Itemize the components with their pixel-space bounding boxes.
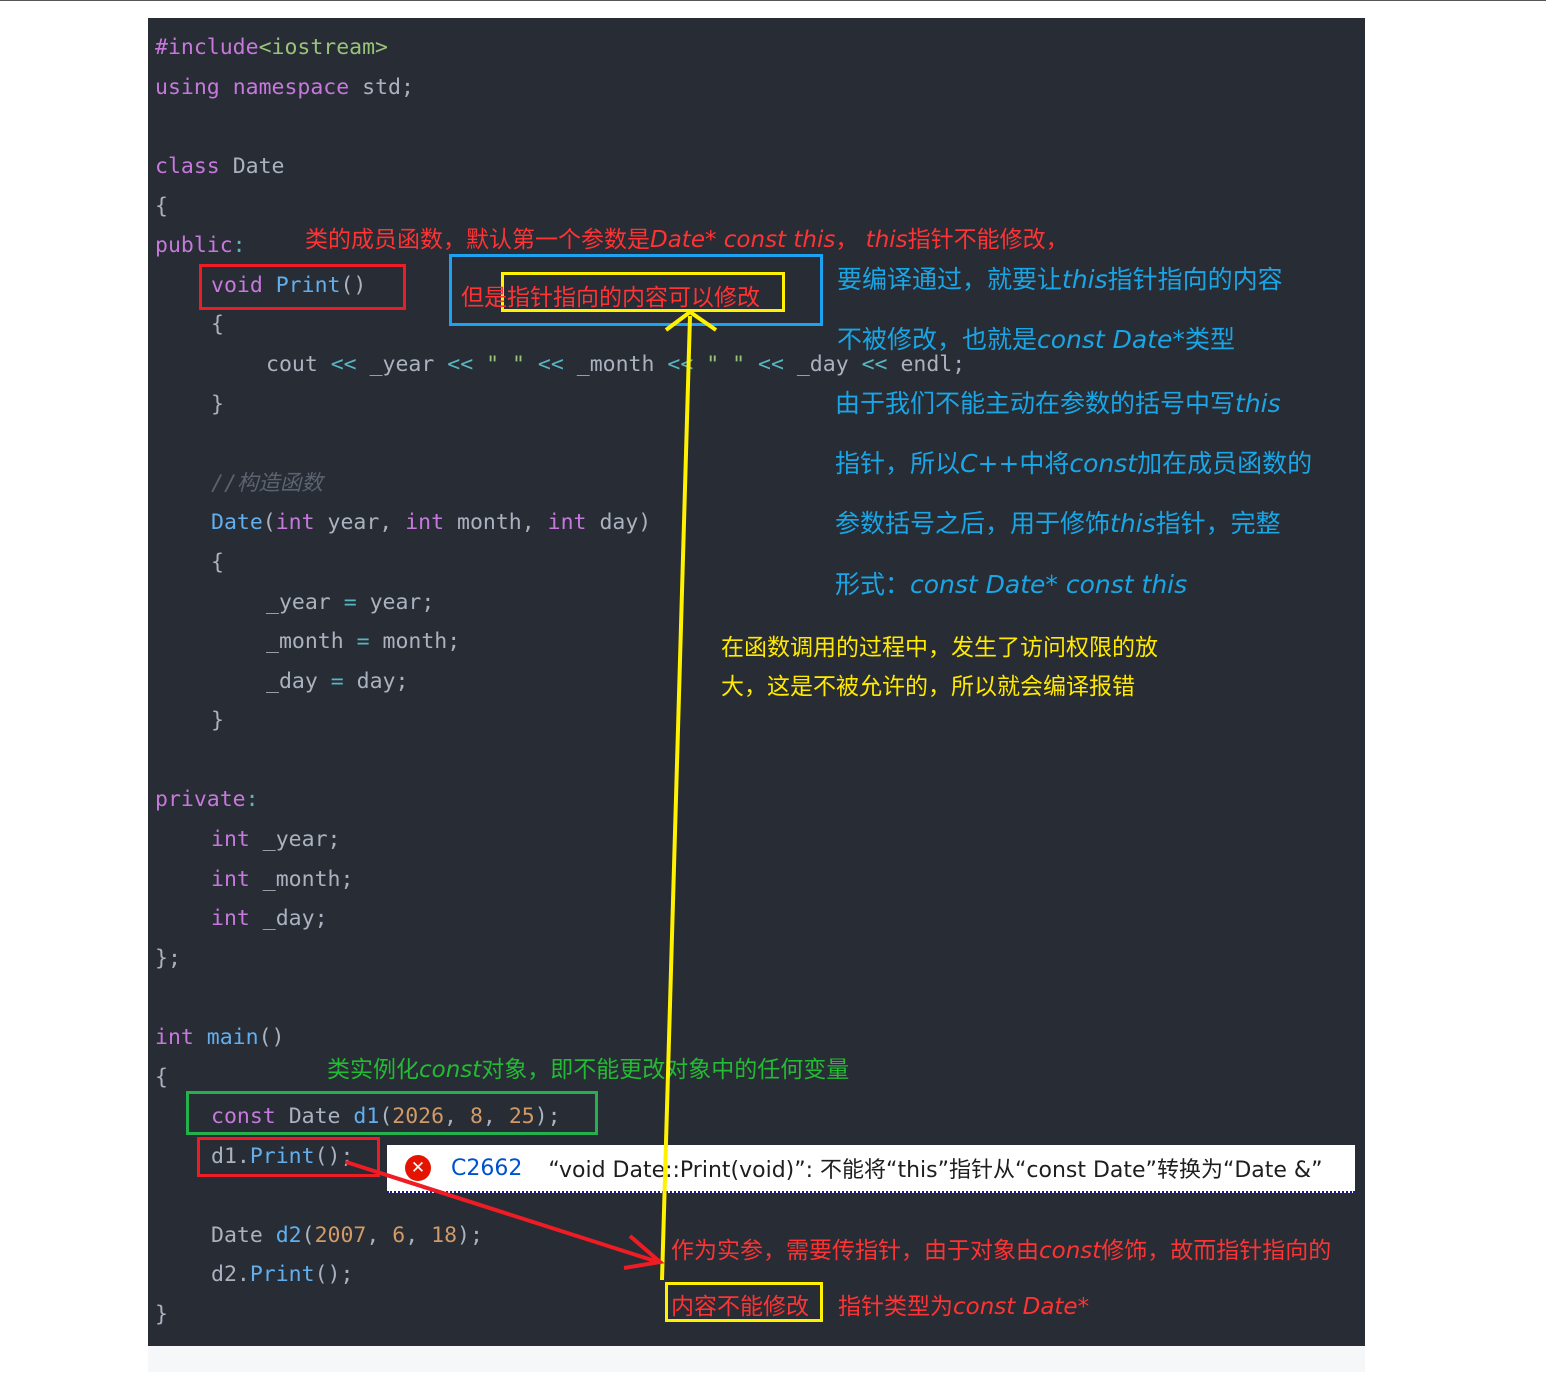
print-decl-highlight-box bbox=[199, 264, 406, 310]
code-line-assign-day: _day = day; bbox=[266, 669, 409, 694]
code-line-const-d1: const Date d1(2026, 8, 25); bbox=[211, 1104, 561, 1129]
code-line-class: class Date bbox=[155, 154, 285, 179]
error-code-link[interactable]: C2662 bbox=[451, 1155, 523, 1181]
code-line-private: private: bbox=[155, 787, 259, 812]
annotation-pointer-type: 指针类型为const Date* bbox=[838, 1294, 1090, 1320]
annotation-yellow-line-1: 在函数调用的过程中，发生了访问权限的放 bbox=[721, 635, 1158, 661]
code-line-public: public: bbox=[155, 233, 246, 258]
red-arrow-head bbox=[623, 1234, 665, 1270]
error-icon: ✕ bbox=[405, 1155, 431, 1181]
code-line-print-decl: void Print() bbox=[211, 273, 367, 298]
code-line-assign-month: _month = month; bbox=[266, 629, 461, 654]
d1-print-call-highlight-box bbox=[197, 1137, 380, 1177]
blue-callout-box bbox=[449, 254, 823, 326]
editor-footer-strip bbox=[148, 1346, 1365, 1372]
code-line-assign-year: _year = year; bbox=[266, 590, 435, 615]
annotation-blue-line-5: 参数括号之后，用于修饰this指针，完整 bbox=[835, 509, 1281, 538]
annotation-blue-line-1: 要编译通过，就要让this指针指向的内容 bbox=[837, 265, 1283, 294]
annotation-blue-line-2: 不被修改，也就是const Date*类型 bbox=[837, 325, 1235, 354]
code-editor[interactable] bbox=[148, 18, 1365, 1346]
code-line-using: using namespace std; bbox=[155, 75, 414, 100]
compiler-error-tooltip: ✕ C2662 “void Date::Print(void)”: 不能将“th… bbox=[387, 1145, 1355, 1193]
code-line-print-open: { bbox=[211, 312, 224, 337]
code-line-ctor-comment: //构造函数 bbox=[211, 471, 323, 496]
red-arrow-shaft bbox=[345, 1160, 659, 1264]
code-line-include: #include<iostream> bbox=[155, 35, 389, 60]
code-line-d2-print: d2.Print(); bbox=[211, 1262, 354, 1287]
yellow-pointer-box bbox=[501, 272, 785, 312]
annotation-blue-line-6: 形式：const Date* const this bbox=[835, 570, 1188, 599]
code-line-ctor: Date(int year, int month, int day) bbox=[211, 510, 652, 535]
code-line-main: int main() bbox=[155, 1025, 285, 1050]
code-line-d1-print: d1.Print(); bbox=[211, 1144, 354, 1169]
code-line-class-end: }; bbox=[155, 946, 181, 971]
code-line-ctor-open: { bbox=[211, 550, 224, 575]
annotation-blue-line-4: 指针，所以C++中将const加在成员函数的 bbox=[835, 449, 1313, 478]
code-line-open-brace: { bbox=[155, 194, 168, 219]
annotation-content-unmodifiable: 内容不能修改 bbox=[671, 1294, 809, 1320]
code-line-decl-day: int _day; bbox=[211, 906, 328, 931]
code-line-main-open: { bbox=[155, 1065, 168, 1090]
annotation-blue-line-3: 由于我们不能主动在参数的括号中写this bbox=[835, 389, 1281, 418]
annotation-but-content-modifiable: 但是指针指向的内容可以修改 bbox=[461, 285, 760, 311]
annotation-member-function-this: 类的成员函数，默认第一个参数是Date* const this， this指针不… bbox=[305, 227, 1069, 253]
code-line-ctor-close: } bbox=[211, 708, 224, 733]
yellow-arrow-shaft bbox=[660, 315, 692, 1281]
code-line-d2: Date d2(2007, 6, 18); bbox=[211, 1223, 483, 1248]
annotation-const-object: 类实例化const对象，即不能更改对象中的任何变量 bbox=[327, 1057, 850, 1083]
code-line-main-close: } bbox=[155, 1302, 168, 1327]
code-line-decl-month: int _month; bbox=[211, 867, 354, 892]
yellow-arrow-head bbox=[664, 309, 718, 332]
code-line-decl-year: int _year; bbox=[211, 827, 341, 852]
annotation-yellow-line-2: 大，这是不被允许的，所以就会编译报错 bbox=[721, 674, 1135, 700]
const-object-highlight-box bbox=[186, 1091, 598, 1135]
annotation-bottom-line-1: 作为实参，需要传指针，由于对象由const修饰，故而指针指向的 bbox=[671, 1238, 1332, 1264]
error-message: “void Date::Print(void)”: 不能将“this”指针从“c… bbox=[548, 1158, 1323, 1183]
top-border-line bbox=[0, 0, 1546, 1]
code-line-cout: cout << _year << " " << _month << " " <<… bbox=[266, 352, 966, 377]
code-line-print-close: } bbox=[211, 392, 224, 417]
content-unmodifiable-box bbox=[665, 1282, 823, 1322]
